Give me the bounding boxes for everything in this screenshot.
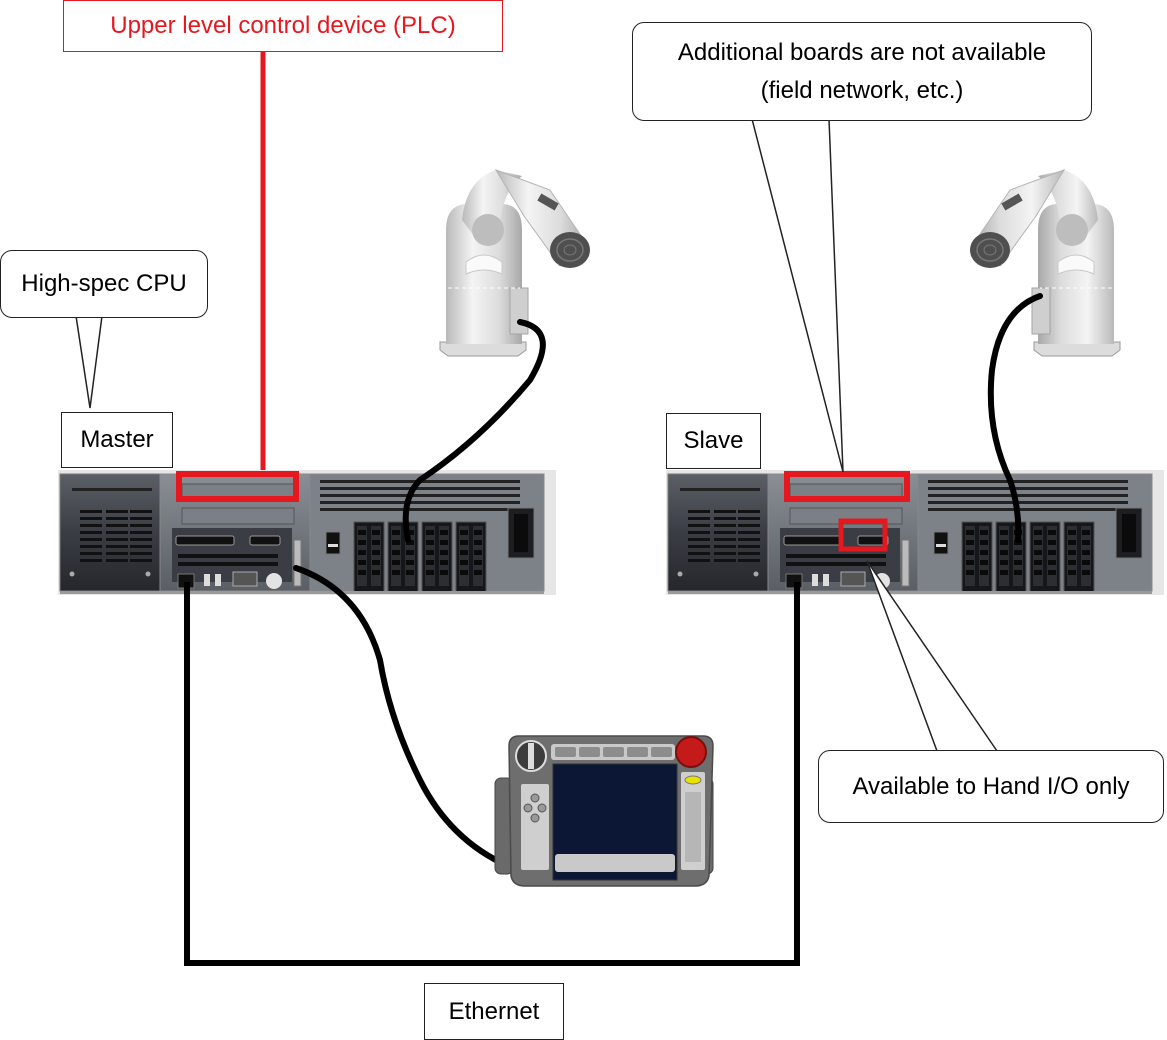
slave-robot-arm [969, 169, 1121, 357]
master-label: Master [61, 412, 173, 468]
pendant-cable [293, 565, 511, 869]
master-robot-arm [439, 169, 591, 357]
slave-label: Slave [666, 413, 761, 469]
high-spec-cpu-pointer [75, 315, 103, 409]
additional-boards-pointer [751, 118, 844, 473]
plc-label: Upper level control device (PLC) [63, 0, 503, 52]
slave-hand-io-connector-highlight [838, 518, 888, 552]
slave-expansion-slot-highlight [784, 471, 910, 502]
additional-boards-text-line2: (field network, etc.) [760, 76, 964, 104]
high-spec-cpu-text: High-spec CPU [21, 270, 187, 297]
ethernet-label: Ethernet [424, 983, 564, 1040]
master-expansion-slot-highlight [176, 471, 299, 502]
teaching-pendant [494, 735, 714, 887]
hand-io-callout: Available to Hand I/O only [818, 750, 1164, 823]
high-spec-cpu-callout: High-spec CPU [0, 250, 208, 318]
hand-io-text: Available to Hand I/O only [852, 772, 1130, 800]
master-robot-cable [402, 319, 546, 543]
slave-robot-cable [987, 293, 1043, 543]
slave-controller [666, 470, 1164, 595]
master-controller [58, 470, 556, 595]
ethernet-cable [184, 582, 800, 966]
hand-io-pointer [866, 560, 998, 752]
additional-boards-callout: Additional boards are not available (fie… [632, 22, 1092, 121]
additional-boards-text-line1: Additional boards are not available [677, 38, 1047, 66]
